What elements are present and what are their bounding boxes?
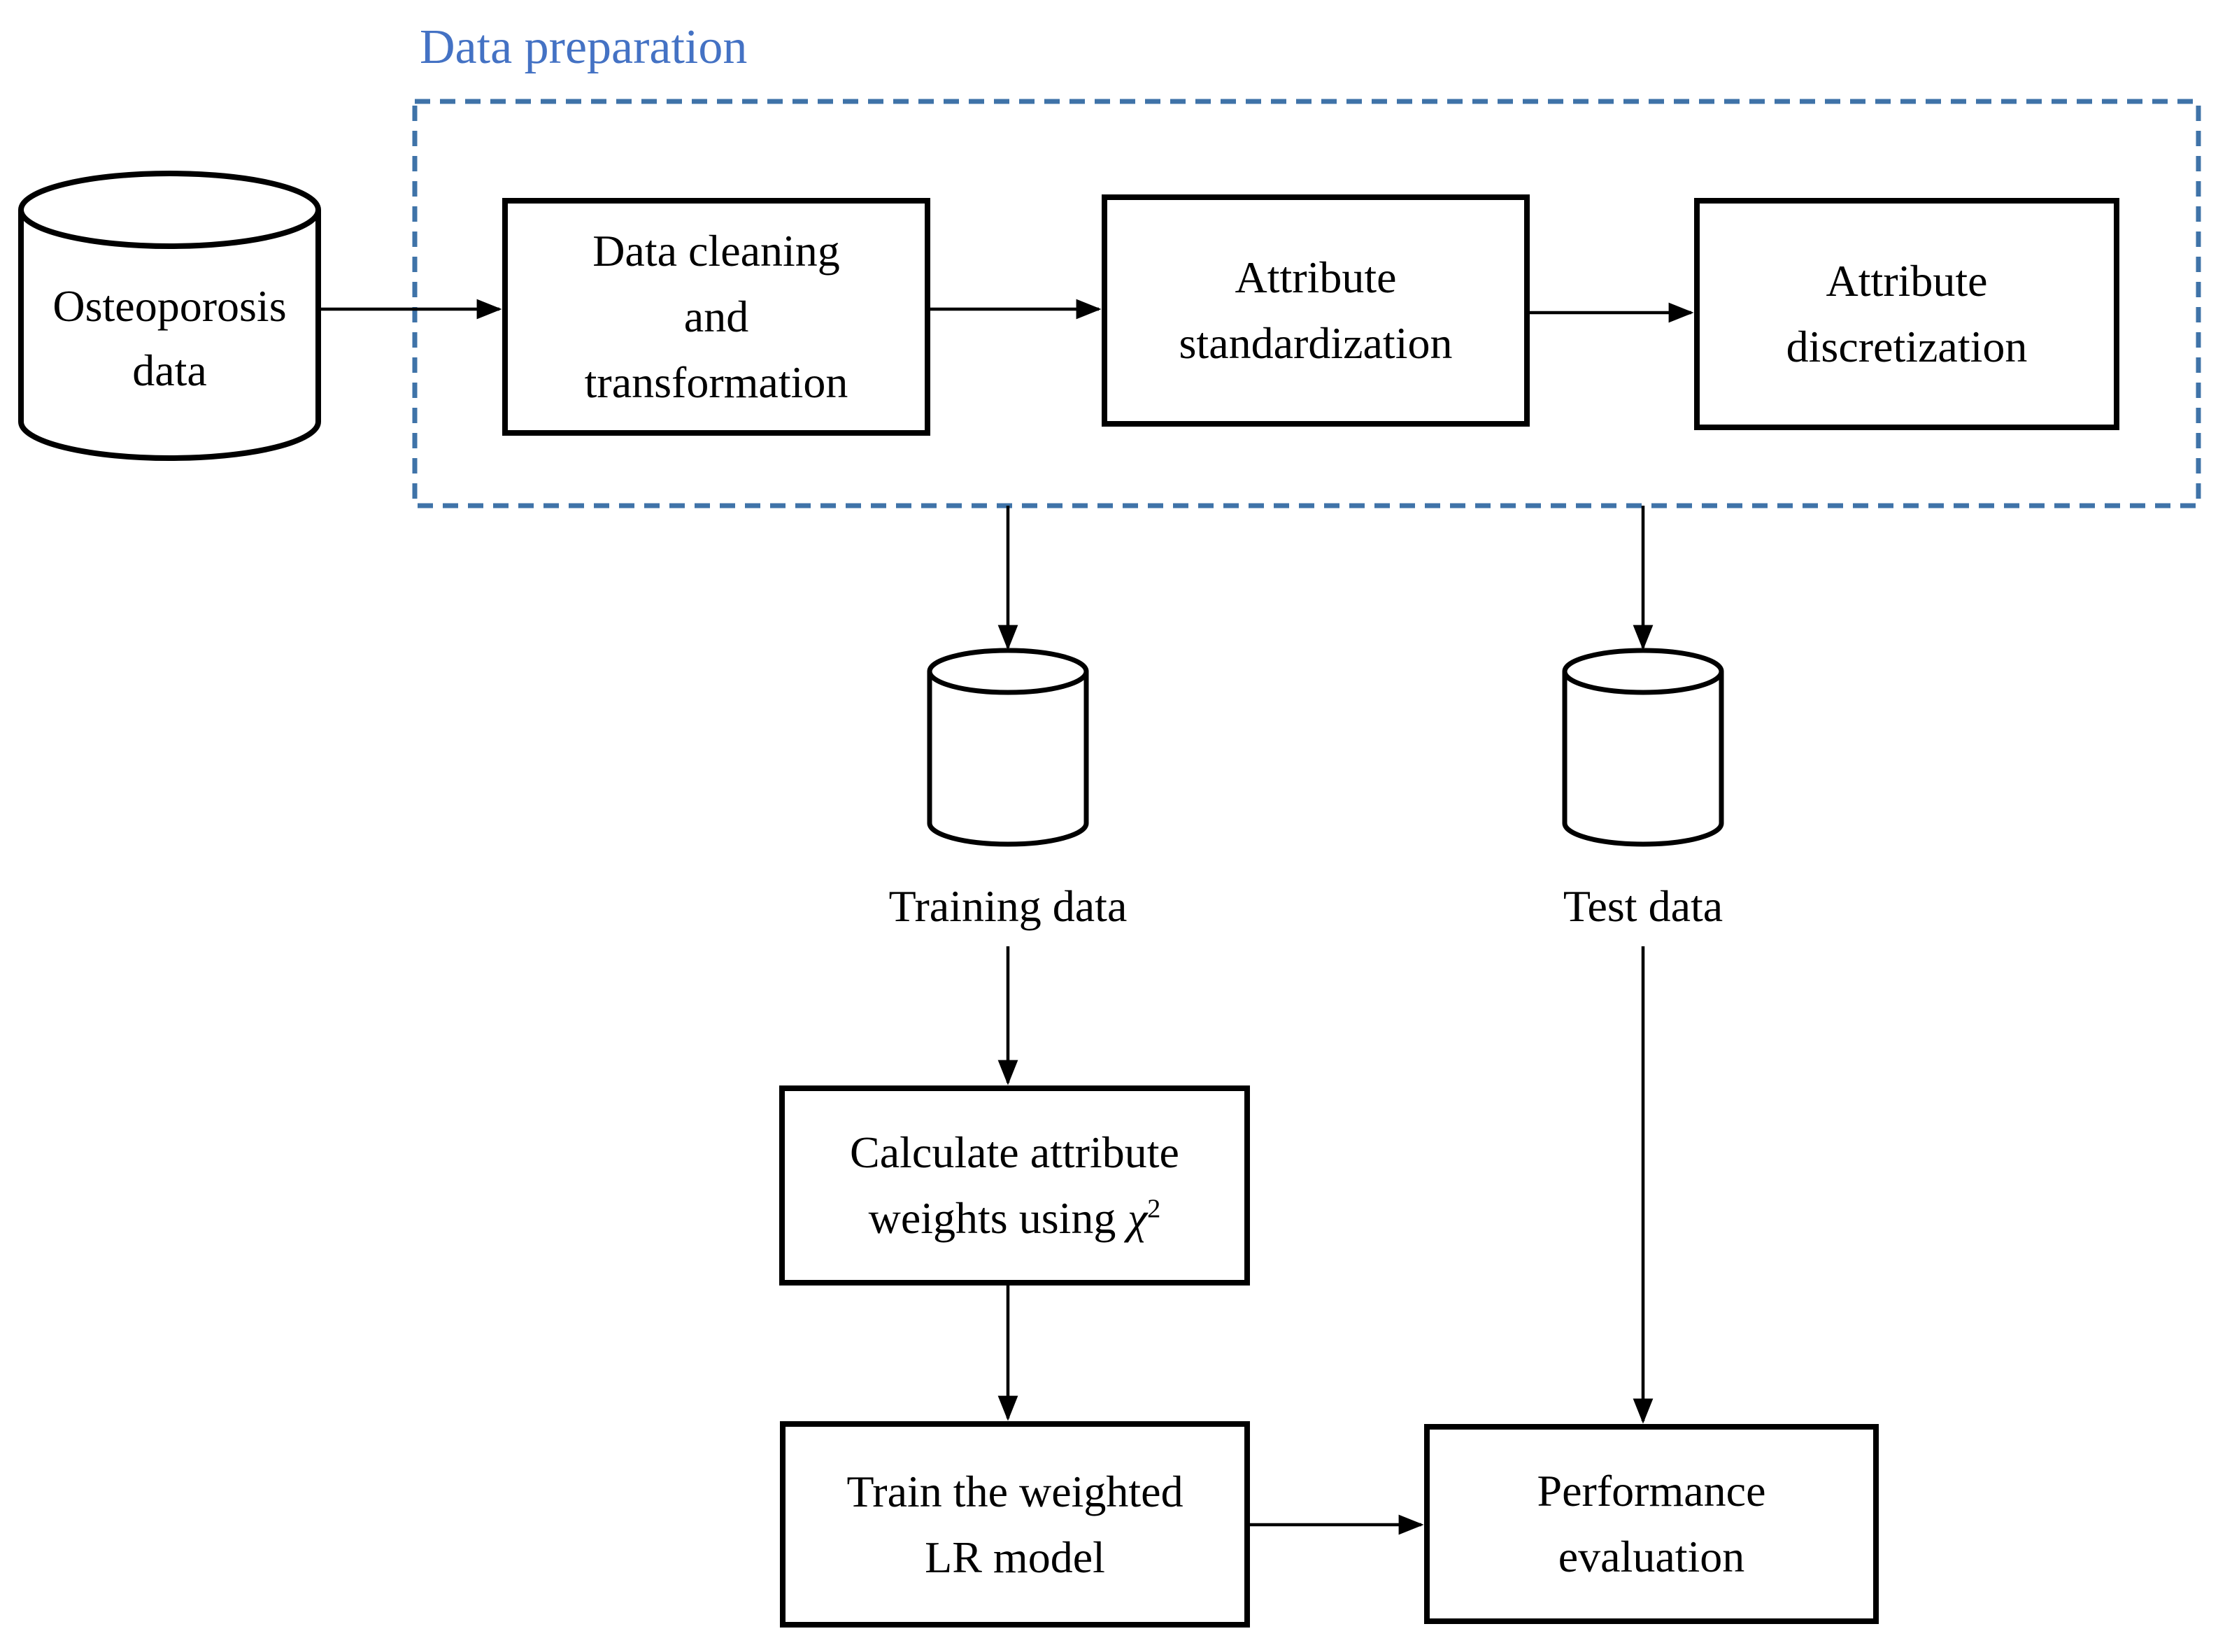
attribute-standardization-line1: Attribute — [1235, 252, 1397, 302]
attribute-discretization-box: Attribute discretization — [1694, 198, 2119, 430]
cylinder-top — [18, 171, 321, 249]
osteoporosis-data-label: Osteoporosis data — [21, 274, 318, 403]
train-weighted-lr-line1: Train the weighted — [846, 1466, 1183, 1516]
data-cleaning-box: Data cleaning and transformation — [502, 198, 930, 436]
train-weighted-lr-line2: LR model — [925, 1532, 1105, 1582]
training-data-label: Training data — [888, 881, 1128, 931]
attribute-discretization-line1: Attribute — [1826, 256, 1988, 306]
attribute-standardization-line2: standardization — [1179, 318, 1453, 368]
cylinder-body — [18, 210, 321, 461]
data-cleaning-line1: Data cleaning — [592, 226, 840, 276]
training-data-database-icon — [927, 648, 1089, 847]
performance-evaluation-box: Performance evaluation — [1424, 1424, 1879, 1624]
osteoporosis-database-icon — [18, 171, 321, 461]
osteoporosis-data-line1: Osteoporosis — [52, 281, 287, 331]
data-preparation-group-border — [412, 99, 2201, 508]
attribute-standardization-box: Attribute standardization — [1102, 194, 1530, 427]
cylinder-top — [1562, 648, 1724, 695]
test-data-label: Test data — [1563, 881, 1723, 931]
cylinder-body — [927, 671, 1089, 847]
calculate-weights-line1: Calculate attribute — [850, 1127, 1179, 1177]
chi-exponent: 2 — [1147, 1194, 1161, 1224]
osteoporosis-data-line2: data — [132, 346, 207, 395]
data-cleaning-line3: transformation — [584, 357, 848, 407]
performance-evaluation-line2: evaluation — [1558, 1532, 1745, 1581]
test-data-database-icon — [1562, 648, 1724, 847]
attribute-discretization-line2: discretization — [1786, 322, 2028, 371]
cylinder-body — [1562, 671, 1724, 847]
performance-evaluation-line1: Performance — [1537, 1466, 1766, 1516]
chi-symbol: χ — [1128, 1193, 1148, 1243]
data-preparation-label: Data preparation — [420, 20, 748, 74]
cylinder-top — [927, 648, 1089, 695]
train-weighted-lr-box: Train the weighted LR model — [780, 1421, 1250, 1628]
data-cleaning-line2: and — [683, 292, 749, 341]
calculate-weights-line2-prefix: weights using — [868, 1193, 1116, 1243]
